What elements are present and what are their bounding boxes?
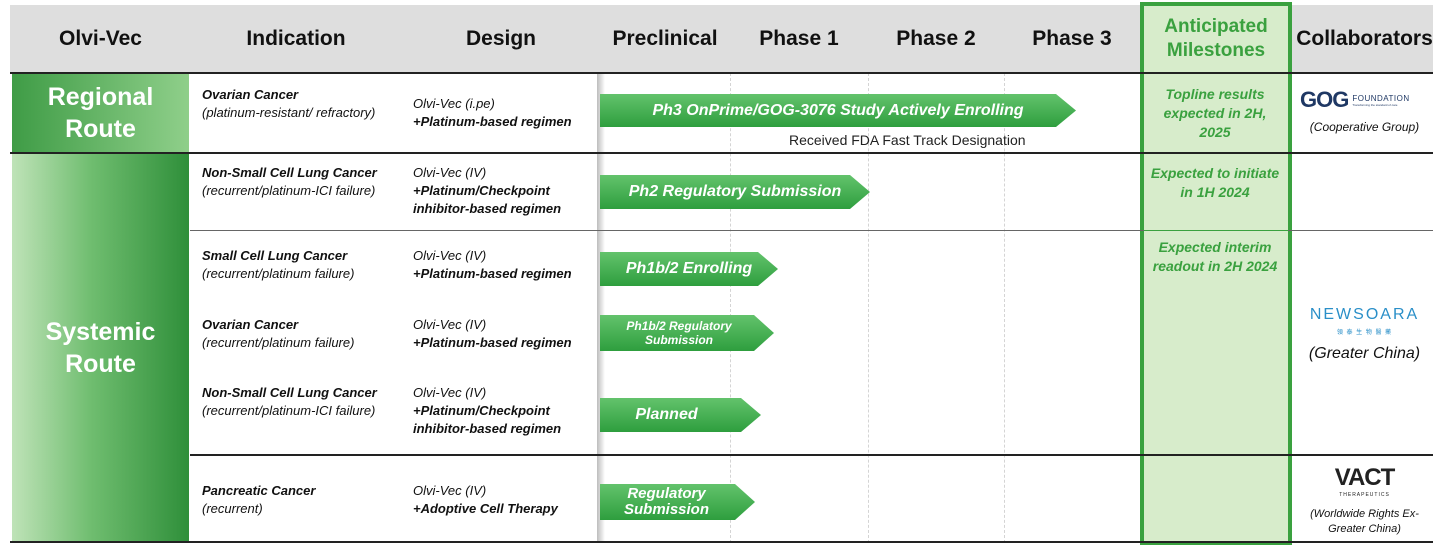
header-phase2: Phase 2 xyxy=(896,27,976,50)
row-rule xyxy=(190,454,1433,456)
table-bottom-rule xyxy=(10,541,1433,543)
indication-name: Non-Small Cell Lung Cancer xyxy=(202,385,377,400)
indication-detail: (recurrent/platinum failure) xyxy=(202,266,355,281)
phase-divider xyxy=(730,73,731,543)
gog-logo-tagline: Transforming the standard of care xyxy=(1352,102,1398,107)
design-regimen: +Platinum-based regimen xyxy=(413,335,572,350)
gog-logo-sub: FOUNDATION xyxy=(1352,93,1410,103)
design-line: Olvi-Vec (IV) xyxy=(413,483,487,498)
indication-cell: Non-Small Cell Lung Cancer (recurrent/pl… xyxy=(202,384,397,420)
status-arrow-phase1: Ph1b/2 Regulatory Submission xyxy=(600,315,774,351)
status-arrow-phase1: Ph1b/2 Enrolling xyxy=(600,252,778,286)
indication-detail: (recurrent/platinum-ICI failure) xyxy=(202,403,376,418)
newsoara-note: (Greater China) xyxy=(1308,345,1421,362)
milestone-nsclc: Expected to initiate in 1H 2024 xyxy=(1150,165,1280,200)
phase-divider xyxy=(1004,73,1005,543)
indication-cell: Non-Small Cell Lung Cancer (recurrent/pl… xyxy=(202,164,397,200)
indication-cell: Ovarian Cancer (platinum-resistant/ refr… xyxy=(202,86,397,122)
gog-logo-sub-group: FOUNDATION Transforming the standard of … xyxy=(1352,94,1409,107)
status-arrow-phase3: Ph3 OnPrime/GOG-3076 Study Actively Enro… xyxy=(600,94,1076,127)
indication-name: Pancreatic Cancer xyxy=(202,483,316,498)
design-line: Olvi-Vec (IV) xyxy=(413,317,487,332)
design-line: Olvi-Vec (IV) xyxy=(413,248,487,263)
design-cell: Olvi-Vec (IV) +Platinum-based regimen xyxy=(413,247,598,283)
header-product: Olvi-Vec xyxy=(59,27,142,50)
status-arrow-planned: Planned xyxy=(600,398,761,432)
indication-cell: Ovarian Cancer (recurrent/platinum failu… xyxy=(202,316,397,352)
header-preclinical: Preclinical xyxy=(612,27,718,50)
gog-logo-text: GOG xyxy=(1300,87,1349,112)
status-label: Regulatory Submission xyxy=(623,485,709,518)
vact-logo-sub: THERAPEUTICS xyxy=(1339,492,1390,498)
milestone-divider xyxy=(1144,230,1288,231)
design-cell: Olvi-Vec (i.pe) +Platinum-based regimen xyxy=(413,95,598,131)
indication-name: Small Cell Lung Cancer xyxy=(202,248,348,263)
gog-note: (Cooperative Group) xyxy=(1309,120,1420,134)
design-cell: Olvi-Vec (IV) +Adoptive Cell Therapy xyxy=(413,482,598,518)
vact-logo: VACT xyxy=(1334,464,1396,491)
indication-name: Ovarian Cancer xyxy=(202,317,299,332)
route-systemic-label: Systemic Route xyxy=(45,318,156,378)
milestone-regional: Topline results expected in 2H, 2025 xyxy=(1163,86,1267,140)
newsoara-logo: NEWSOARA xyxy=(1309,306,1420,323)
header-phase3: Phase 3 xyxy=(1032,27,1112,50)
indication-detail: (platinum-resistant/ refractory) xyxy=(202,105,376,120)
header-rule xyxy=(10,72,1433,74)
design-cell: Olvi-Vec (IV) +Platinum-based regimen xyxy=(413,316,598,352)
row-rule xyxy=(190,230,1433,231)
header-indication: Indication xyxy=(246,27,346,50)
vact-note: (Worldwide Rights Ex-Greater China) xyxy=(1310,508,1419,535)
design-line: Olvi-Vec (i.pe) xyxy=(413,96,495,111)
design-regimen: +Platinum/Checkpoint inhibitor-based reg… xyxy=(413,403,562,436)
indication-cell: Small Cell Lung Cancer (recurrent/platin… xyxy=(202,247,397,283)
status-label: Ph2 Regulatory Submission xyxy=(628,183,842,200)
timeline-edge xyxy=(597,73,605,543)
design-cell: Olvi-Vec (IV) +Platinum/Checkpoint inhib… xyxy=(413,384,598,438)
status-arrow-phase2: Ph2 Regulatory Submission xyxy=(600,175,870,209)
header-collaborators: Collaborators xyxy=(1296,27,1433,50)
row-rule xyxy=(10,152,1433,154)
route-systemic: Systemic Route xyxy=(12,154,189,543)
indication-detail: (recurrent/platinum-ICI failure) xyxy=(202,183,376,198)
route-regional-label: Regional Route xyxy=(47,83,154,143)
header-milestones: Anticipated Milestones xyxy=(1164,16,1268,61)
status-arrow-preclinical: Regulatory Submission xyxy=(600,484,755,520)
status-label: Planned xyxy=(635,406,698,423)
gog-logo: GOG FOUNDATION Transforming the standard… xyxy=(1300,87,1430,112)
status-label: Ph3 OnPrime/GOG-3076 Study Actively Enro… xyxy=(652,101,1024,119)
phase-divider xyxy=(868,73,869,543)
status-label: Ph1b/2 Regulatory Submission xyxy=(626,319,732,347)
status-label: Ph1b/2 Enrolling xyxy=(625,260,753,277)
route-regional: Regional Route xyxy=(12,74,189,153)
indication-detail: (recurrent) xyxy=(202,501,263,516)
newsoara-logo-chinese: 領 泰 生 物 醫 藥 xyxy=(1336,330,1393,336)
design-regimen: +Adoptive Cell Therapy xyxy=(413,501,558,516)
indication-name: Non-Small Cell Lung Cancer xyxy=(202,165,377,180)
design-line: Olvi-Vec (IV) xyxy=(413,385,487,400)
header-phase1: Phase 1 xyxy=(759,27,839,50)
design-regimen: +Platinum/Checkpoint inhibitor-based reg… xyxy=(413,183,562,216)
indication-name: Ovarian Cancer xyxy=(202,87,299,102)
indication-detail: (recurrent/platinum failure) xyxy=(202,335,355,350)
design-regimen: +Platinum-based regimen xyxy=(413,266,572,281)
header-design: Design xyxy=(465,27,536,50)
design-line: Olvi-Vec (IV) xyxy=(413,165,487,180)
indication-cell: Pancreatic Cancer (recurrent) xyxy=(202,482,397,518)
design-cell: Olvi-Vec (IV) +Platinum/Checkpoint inhib… xyxy=(413,164,598,218)
design-regimen: +Platinum-based regimen xyxy=(413,114,572,129)
fast-track-note: Received FDA Fast Track Designation xyxy=(789,132,1026,148)
milestone-interim: Expected interim readout in 2H 2024 xyxy=(1152,239,1278,274)
